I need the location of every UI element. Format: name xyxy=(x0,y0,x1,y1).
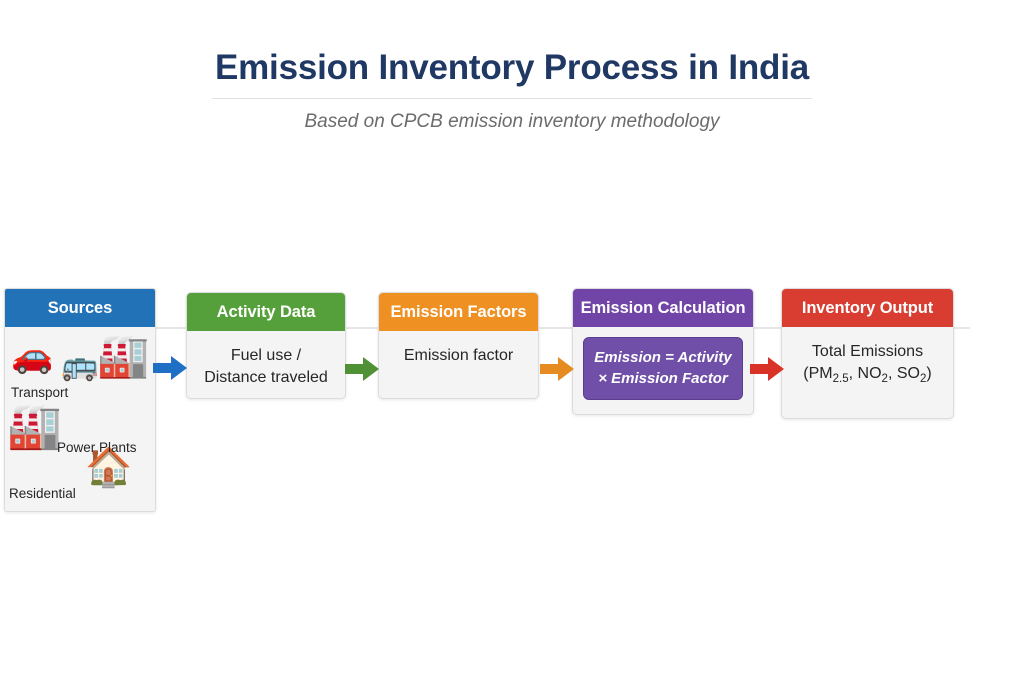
so-subscript: 2 xyxy=(919,372,927,385)
flow-node-emission-calculation[interactable]: Emission Calculation Emission = Activity… xyxy=(572,288,754,415)
activity-body-line-1: Fuel use / xyxy=(230,347,302,364)
activity-body-line-2: Distance traveled xyxy=(204,368,328,386)
emission-formula-line-2: × Emission Factor xyxy=(598,370,728,387)
source-label-power-plants: Power Plants xyxy=(57,440,137,455)
title-divider xyxy=(212,98,812,100)
page-title: Emission Inventory Process in India xyxy=(214,48,810,87)
pollutants-close: ) xyxy=(926,364,932,382)
flow-node-sources[interactable]: Sources 🚗 🚌 🏭 🏭 🏠 Transport Power Plants… xyxy=(4,288,156,512)
output-body-line-1: Total Emissions xyxy=(811,343,924,360)
emission-process-flow: Sources 🚗 🚌 🏭 🏭 🏠 Transport Power Plants… xyxy=(0,288,1024,528)
flow-node-emission-factors-header: Emission Factors xyxy=(379,293,538,331)
flow-node-inventory-output-header: Inventory Output xyxy=(782,289,953,327)
flow-node-activity-data-header: Activity Data xyxy=(187,293,345,331)
source-label-residential: Residential xyxy=(9,486,76,501)
arrow-sources-to-activity xyxy=(153,355,187,381)
flow-node-emission-factors[interactable]: Emission Factors Emission factor xyxy=(378,292,539,399)
flow-node-sources-header: Sources xyxy=(5,289,155,327)
flow-node-emission-factors-body: Emission factor xyxy=(403,347,514,364)
flow-node-activity-data-body: Fuel use / Distance traveled xyxy=(187,331,345,398)
car-icon: 🚗 xyxy=(11,337,54,375)
flow-node-inventory-output-body: Total Emissions (PM2.5, NO2, SO2) xyxy=(782,327,953,401)
factory-icon: 🏭 xyxy=(97,332,150,379)
sources-icon-panel: 🚗 🚌 🏭 🏭 🏠 Transport Power Plants Residen… xyxy=(5,327,155,511)
source-label-transport: Transport xyxy=(11,385,69,400)
emission-formula-line-1: Emission = Activity xyxy=(594,349,732,366)
page-header: Emission Inventory Process in India Base… xyxy=(0,48,1024,133)
house-icon: 🏠 xyxy=(85,447,133,489)
output-pollutants: (PM2.5, NO2, SO2) xyxy=(790,363,945,388)
bus-icon: 🚌 xyxy=(61,349,99,382)
pollutants-mid-2: , SO xyxy=(887,364,920,382)
industrial-plant-icon: 🏭 xyxy=(7,402,62,451)
arrow-activity-to-factors xyxy=(345,356,379,382)
emission-formula: Emission = Activity × Emission Factor xyxy=(583,337,743,400)
flow-node-emission-calculation-header: Emission Calculation xyxy=(573,289,753,327)
pm-subscript: 2.5 xyxy=(832,372,849,385)
pollutants-mid-1: , NO xyxy=(848,364,882,382)
pollutants-open: (PM xyxy=(803,364,833,382)
page-subtitle: Based on CPCB emission inventory methodo… xyxy=(304,111,720,133)
flow-node-activity-data[interactable]: Activity Data Fuel use / Distance travel… xyxy=(186,292,346,399)
no-subscript: 2 xyxy=(881,372,888,385)
arrow-calculation-to-output xyxy=(750,356,784,382)
arrow-factors-to-calculation xyxy=(540,356,574,382)
flow-node-inventory-output[interactable]: Inventory Output Total Emissions (PM2.5,… xyxy=(781,288,954,419)
